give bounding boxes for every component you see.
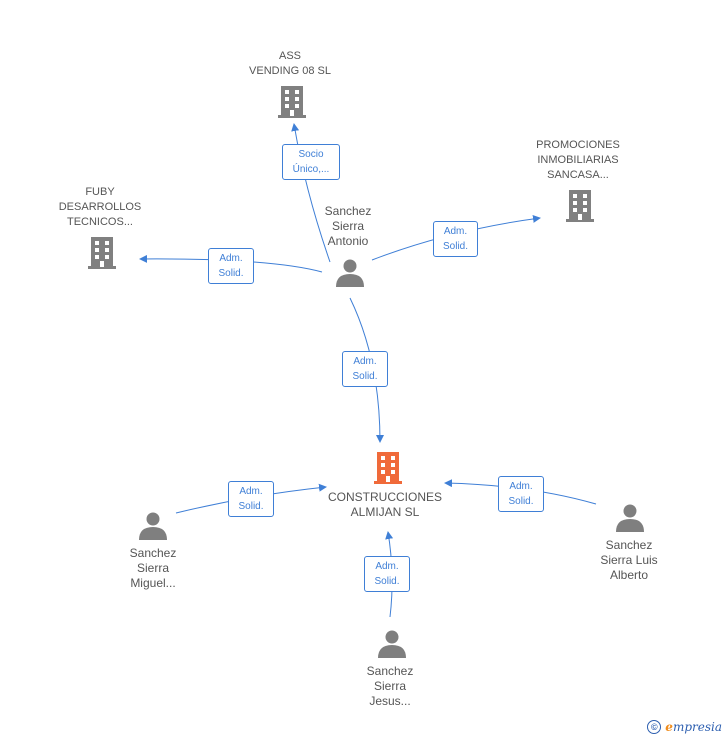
company-name-line: PROMOCIONES xyxy=(536,139,620,151)
edge-label-miguel-construcciones[interactable]: Adm. Solid. xyxy=(228,481,274,517)
edge-antonio-ass xyxy=(291,123,331,263)
person-name-line: Antonio xyxy=(327,234,369,248)
person-name-line: Sierra xyxy=(331,219,364,233)
company-fuby[interactable]: FUBY DESARROLLOS TECNICOS... xyxy=(48,185,152,230)
edge-label-antonio-fuby[interactable]: Adm. Solid. xyxy=(208,248,254,284)
edge-label-line: Adm. xyxy=(239,486,263,497)
edge-label-line: Socio xyxy=(298,149,324,160)
edge-label-line: Solid. xyxy=(238,501,264,512)
person-name-line: Sanchez xyxy=(129,546,177,560)
person-name-line: Sanchez xyxy=(366,664,414,678)
person-name-line: Sierra xyxy=(136,561,169,575)
brand-initial: e xyxy=(665,720,673,734)
person-name-line: Sierra xyxy=(373,679,406,693)
company-name-line: ASS xyxy=(278,50,301,62)
building-icon xyxy=(88,237,116,269)
company-ass-vending[interactable]: ASS VENDING 08 SL xyxy=(230,49,350,79)
edge-label-antonio-construcciones[interactable]: Adm. Solid. xyxy=(342,351,388,387)
edge-label-line: Adm. xyxy=(219,253,243,264)
brand-name: mpresia xyxy=(672,720,722,734)
edge-label-jesus-construcciones[interactable]: Adm. Solid. xyxy=(364,556,410,592)
company-name-line: INMOBILIARIAS xyxy=(537,154,619,166)
footer-brand[interactable]: ©empresia xyxy=(647,719,722,734)
edge-label-line: Adm. xyxy=(375,561,399,572)
person-jesus[interactable]: Sanchez Sierra Jesus... xyxy=(347,664,433,709)
brand-logo: empresia xyxy=(665,720,722,734)
copyright-icon: © xyxy=(647,720,662,734)
person-miguel[interactable]: Sanchez Sierra Miguel... xyxy=(110,546,196,591)
edge-label-luis-construcciones[interactable]: Adm. Solid. xyxy=(498,476,544,512)
edge-label-antonio-ass[interactable]: Socio Único,... xyxy=(282,144,340,180)
person-antonio[interactable]: Sanchez Sierra Antonio xyxy=(305,204,391,249)
person-luis[interactable]: Sanchez Sierra Luis Alberto xyxy=(584,538,674,583)
edge-label-line: Adm. xyxy=(443,226,468,237)
edge-label-line: Único,... xyxy=(292,164,330,175)
company-name-line: VENDING 08 SL xyxy=(249,65,331,77)
person-name-line: Jesus... xyxy=(369,694,411,708)
company-name-line: TECNICOS... xyxy=(66,216,133,228)
company-promociones[interactable]: PROMOCIONES INMOBILIARIAS SANCASA... xyxy=(518,138,638,183)
person-name-line: Sanchez xyxy=(605,538,653,552)
edge-label-line: Solid. xyxy=(352,371,378,382)
person-icon xyxy=(378,630,406,658)
edge-label-line: Adm. xyxy=(509,481,533,492)
company-name-line: CONSTRUCCIONES xyxy=(327,490,442,504)
company-name-line: SANCASA... xyxy=(547,169,609,181)
person-name-line: Sierra Luis xyxy=(600,553,658,567)
building-icon-focus xyxy=(374,452,402,484)
person-name-line: Alberto xyxy=(609,568,649,582)
building-icon xyxy=(278,86,306,118)
company-construcciones[interactable]: CONSTRUCCIONES ALMIJAN SL xyxy=(315,490,455,520)
company-name-line: ALMIJAN SL xyxy=(350,505,420,519)
edge-label-antonio-promociones[interactable]: Adm. Solid. xyxy=(433,221,478,257)
edge-label-line: Adm. xyxy=(353,356,377,367)
person-icon xyxy=(616,504,644,532)
person-name-line: Sanchez xyxy=(324,204,372,218)
edge-label-line: Solid. xyxy=(218,268,244,279)
person-icon xyxy=(139,512,167,540)
building-icon xyxy=(566,190,594,222)
person-name-line: Miguel... xyxy=(130,576,176,590)
company-name-line: DESARROLLOS xyxy=(58,201,142,213)
edge-label-line: Solid. xyxy=(508,496,534,507)
edge-label-line: Solid. xyxy=(374,576,400,587)
person-icon xyxy=(336,259,364,287)
edge-label-line: Solid. xyxy=(442,241,468,252)
company-name-line: FUBY xyxy=(85,186,115,198)
